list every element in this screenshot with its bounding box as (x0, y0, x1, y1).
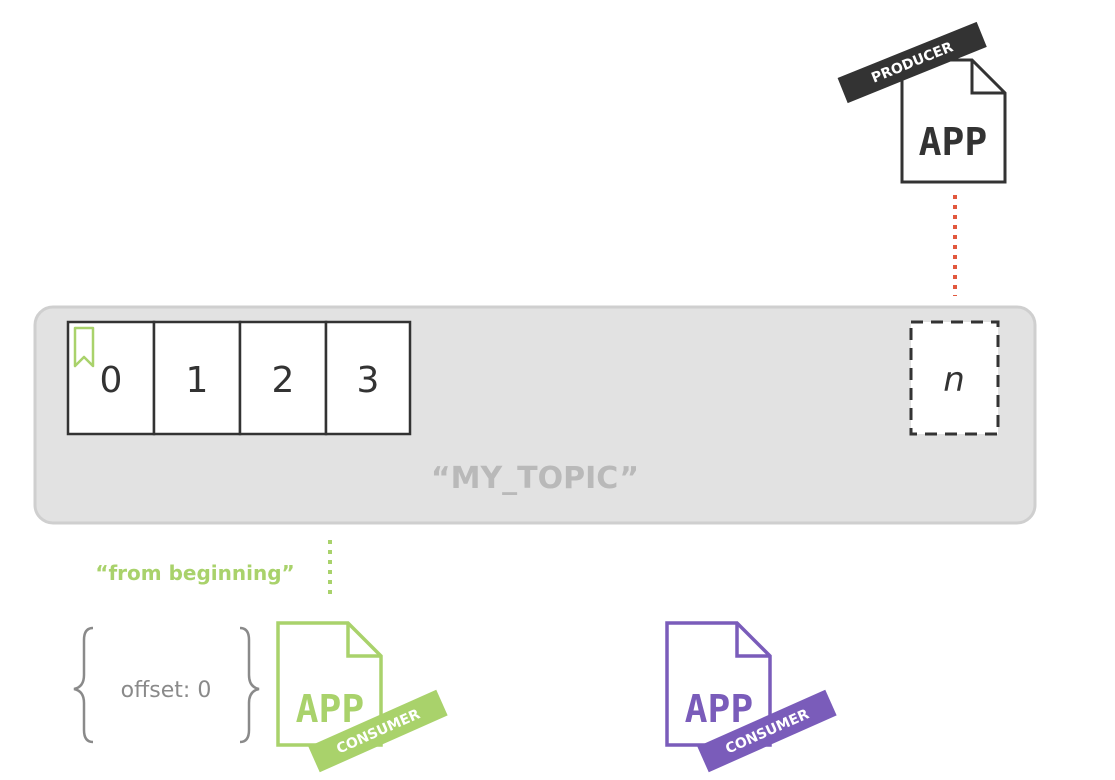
partition-cell (324, 320, 412, 436)
partition-label: 1 (186, 360, 209, 401)
next-message-label: n (943, 360, 965, 400)
consumer-2-document-fold (735, 623, 770, 658)
left-brace-icon (73, 626, 94, 744)
producer-document-fold (970, 60, 1005, 95)
partition-label: 2 (272, 360, 295, 401)
consumer-2-document-icon (665, 621, 772, 747)
consumer-2-role-tag-background (697, 689, 837, 773)
bookmark-icon (73, 326, 95, 368)
offset-label: offset: 0 (121, 678, 212, 703)
producer-document-icon (900, 58, 1007, 184)
partition-label: 3 (357, 360, 380, 401)
consumer-1-app: APP CONSUMER (276, 621, 448, 773)
topic-partitions: 0 1 2 3 (66, 320, 412, 436)
producer-role-tag-background (837, 21, 987, 104)
consumer-2-app-label: APP (685, 687, 754, 731)
producer-app-label: APP (919, 120, 988, 164)
partition-cell (152, 320, 242, 436)
producer-app: APP PRODUCER (837, 21, 1007, 184)
topic-name: “MY_TOPIC” (431, 461, 639, 496)
consumer-1-document-icon (276, 621, 383, 747)
right-brace-icon (239, 626, 260, 744)
consumer-1-app-label: APP (296, 687, 365, 731)
consumer-1-document-fold (346, 623, 381, 658)
offset-group: offset: 0 (73, 626, 260, 744)
consumer-1-role-tag-background (308, 689, 448, 773)
partition-label: 0 (100, 360, 123, 401)
consumer-2-app: APP CONSUMER (665, 621, 837, 773)
next-message-slot (909, 320, 1000, 436)
consumer-1-mode-label: “from beginning” (95, 561, 294, 585)
